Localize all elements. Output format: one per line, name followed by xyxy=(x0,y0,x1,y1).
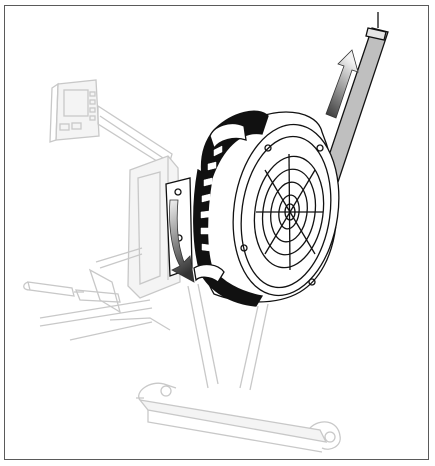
front-legs xyxy=(187,283,269,391)
handle xyxy=(23,247,143,314)
flywheel-cover xyxy=(197,111,340,303)
up-arrow-icon xyxy=(325,49,359,119)
guide-slots xyxy=(200,145,223,252)
performance-monitor xyxy=(49,79,100,143)
chain-guide xyxy=(193,110,269,307)
fan-grille xyxy=(253,153,325,271)
down-arrow-icon xyxy=(169,199,195,283)
monorail xyxy=(39,299,171,341)
front-stabilizer xyxy=(136,382,341,453)
